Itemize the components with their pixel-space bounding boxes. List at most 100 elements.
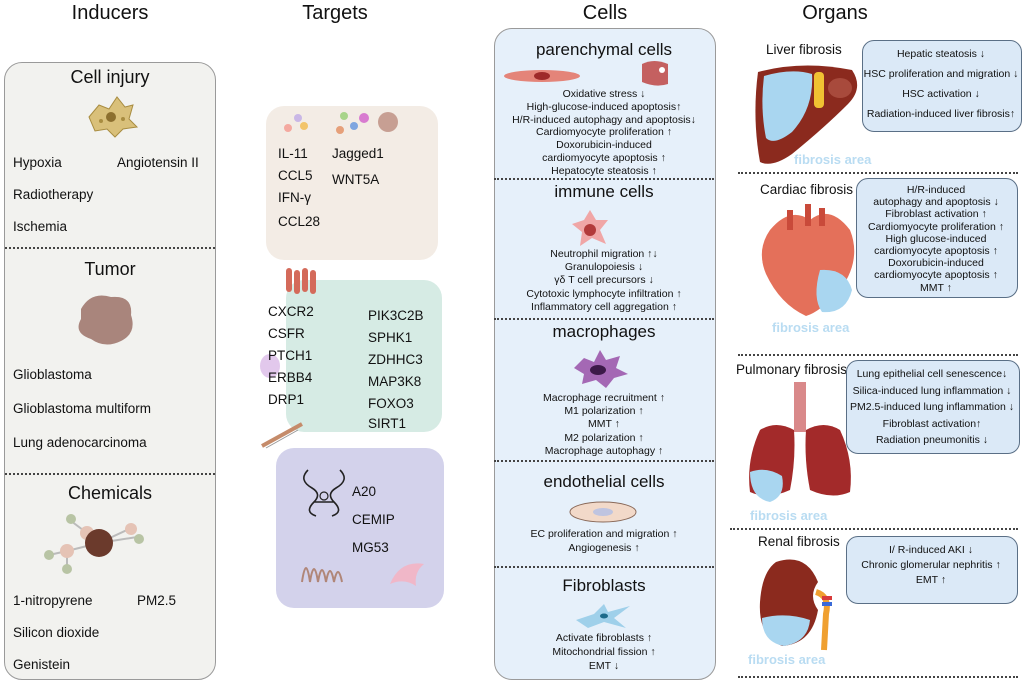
target-cemip: CEMIP: [352, 512, 395, 527]
targets-protein-group: [276, 448, 444, 608]
cytokine-dots-icon: [284, 112, 398, 134]
target-ptch1: PTCH1: [268, 348, 313, 363]
inducer-radiotherapy: Radiotherapy: [13, 187, 94, 202]
fibroblasts-line: EMT ↓: [588, 660, 620, 672]
molecule-icon: [44, 514, 144, 574]
immune-line: Cytotoxic lymphocyte infiltration ↑: [526, 287, 682, 300]
cardiac-line: cardiomyocyte apoptosis ↑: [874, 269, 998, 282]
organs-header: Organs: [802, 2, 868, 24]
target-il11: IL-11: [278, 146, 308, 161]
inducer-lung-adenocarcinoma: Lung adenocarcinoma: [13, 435, 147, 450]
cells-header: Cells: [582, 2, 628, 24]
parenchymal-line: Oxidative stress ↓: [562, 88, 646, 100]
target-erbb4: ERBB4: [268, 370, 313, 385]
immune-cell-icon: [572, 210, 608, 246]
tumor-icon: [78, 295, 133, 345]
receptor-icon: [286, 268, 316, 294]
targets-cytokine-group: [266, 106, 438, 260]
liver-line: Radiation-induced liver fibrosis↑: [866, 108, 1016, 120]
target-wnt5a: WNT5A: [332, 172, 380, 187]
liver-line: HSC activation ↓: [902, 88, 980, 100]
vesicle-icon: [260, 354, 280, 378]
liver-icon: [755, 65, 858, 164]
endothelial-title: endothelial cells: [543, 472, 665, 491]
endothelial-line: Angiogenesis ↑: [568, 542, 640, 554]
cardiac-line: Fibroblast activation ↑: [885, 208, 987, 221]
inducer-hypoxia: Hypoxia: [13, 155, 62, 170]
immune-line: Neutrophil migration ↑↓: [550, 248, 658, 260]
target-pik3c2b: PIK3C2B: [368, 308, 424, 323]
immune-line: γδ T cell precursors ↓: [554, 274, 654, 287]
inducers-header: Inducers: [71, 2, 149, 24]
target-ccl28: CCL28: [278, 214, 321, 229]
cardiac-line: Doxorubicin-induced: [888, 257, 984, 270]
fibroblasts-title: Fibroblasts: [562, 576, 646, 595]
inducer-silicon-dioxide: Silicon dioxide: [13, 625, 100, 640]
target-a20: A20: [352, 484, 377, 499]
hepatocyte-icon: [642, 61, 668, 86]
pulmonary-fibrosis-area-label: fibrosis area: [750, 508, 828, 523]
parenchymal-cell-icon: [504, 70, 580, 82]
liver-effects-box: [862, 40, 1022, 132]
target-mg53: MG53: [352, 540, 389, 555]
renal-effects-box: [846, 536, 1018, 604]
cardiac-line: Cardiomyocyte proliferation ↑: [868, 220, 1004, 233]
macrophages-line: MMT ↑: [588, 418, 620, 431]
divider: [494, 178, 714, 180]
cell-injury-title: Cell injury: [70, 67, 150, 87]
heart-icon: [761, 204, 855, 316]
endothelial-cell-icon: [569, 501, 637, 523]
parenchymal-line: Doxorubicin-induced: [556, 139, 652, 152]
immune-line: Granulopoiesis ↓: [564, 261, 644, 274]
parenchymal-line: High-glucose-induced apoptosis↑: [526, 100, 682, 113]
target-zdhhc3: ZDHHC3: [368, 352, 423, 367]
tumor-title: Tumor: [84, 259, 136, 279]
immune-title: immune cells: [554, 182, 654, 201]
inducer-pm25: PM2.5: [137, 593, 177, 608]
target-jagged1: Jagged1: [332, 146, 384, 161]
kidney-icon: [759, 559, 832, 651]
macrophages-title: macrophages: [552, 322, 656, 341]
parenchymal-line: Cardiomyocyte proliferation ↑: [536, 126, 672, 139]
pulmonary-effects-box: [846, 360, 1020, 454]
divider: [5, 473, 215, 475]
inducer-angiotensin: Angiotensin II: [117, 155, 199, 170]
cardiac-line: MMT ↑: [920, 281, 952, 294]
parenchymal-line: H/R-induced autophagy and apoptosis↓: [512, 113, 696, 126]
liver-title: Liver fibrosis: [766, 42, 842, 57]
protein-structure-icon: [303, 469, 345, 517]
pulmonary-line: Radiation pneumonitis ↓: [875, 434, 989, 446]
target-drp1: DRP1: [268, 392, 305, 407]
divider: [730, 528, 1018, 530]
macrophages-line: M1 polarization ↑: [564, 405, 644, 418]
cardiac-effects-box: [856, 178, 1018, 298]
target-ccl5: CCL5: [278, 168, 313, 183]
renal-line: I/ R-induced AKI ↓: [888, 544, 974, 556]
fibroblasts-line: Mitochondrial fission ↑: [552, 646, 656, 658]
divider: [738, 354, 1018, 356]
chemicals-title: Chemicals: [67, 483, 153, 503]
membrane-icon: [390, 563, 424, 586]
inducer-glioblastoma-multiform: Glioblastoma multiform: [13, 401, 152, 416]
cardiac-line: H/R-induced: [906, 184, 966, 196]
macrophage-icon: [574, 350, 628, 388]
inducer-ischemia: Ischemia: [13, 219, 68, 234]
cardiac-line: cardiomyocyte apoptosis ↑: [874, 245, 998, 257]
macrophages-line: Macrophage autophagy ↑: [544, 444, 664, 457]
pulmonary-line: PM2.5-induced lung inflammation ↓: [849, 401, 1014, 413]
macrophages-line: M2 polarization ↑: [564, 431, 644, 444]
squiggle-icon: [301, 567, 343, 583]
pulmonary-line: Silica-induced lung inflammation ↓: [852, 384, 1012, 397]
pulmonary-title: Pulmonary fibrosis: [736, 362, 848, 377]
divider: [494, 460, 714, 462]
liver-line: Hepatic steatosis ↓: [896, 48, 986, 60]
pulmonary-line: Fibroblast activation↑: [882, 417, 982, 430]
targets-header: Targets: [302, 2, 368, 24]
renal-line: Chronic glomerular nephritis ↑: [861, 559, 1001, 571]
cardiac-line: autophagy and apoptosis ↓: [873, 196, 999, 209]
divider: [738, 172, 1018, 174]
immune-line: Inflammatory cell aggregation ↑: [531, 300, 677, 313]
parenchymal-line: Hepatocyte steatosis ↑: [551, 164, 657, 177]
endothelial-line: EC proliferation and migration ↑: [530, 528, 678, 540]
inducers-panel: Cell injury Hypoxia Angiotensin II Radio…: [4, 62, 216, 680]
